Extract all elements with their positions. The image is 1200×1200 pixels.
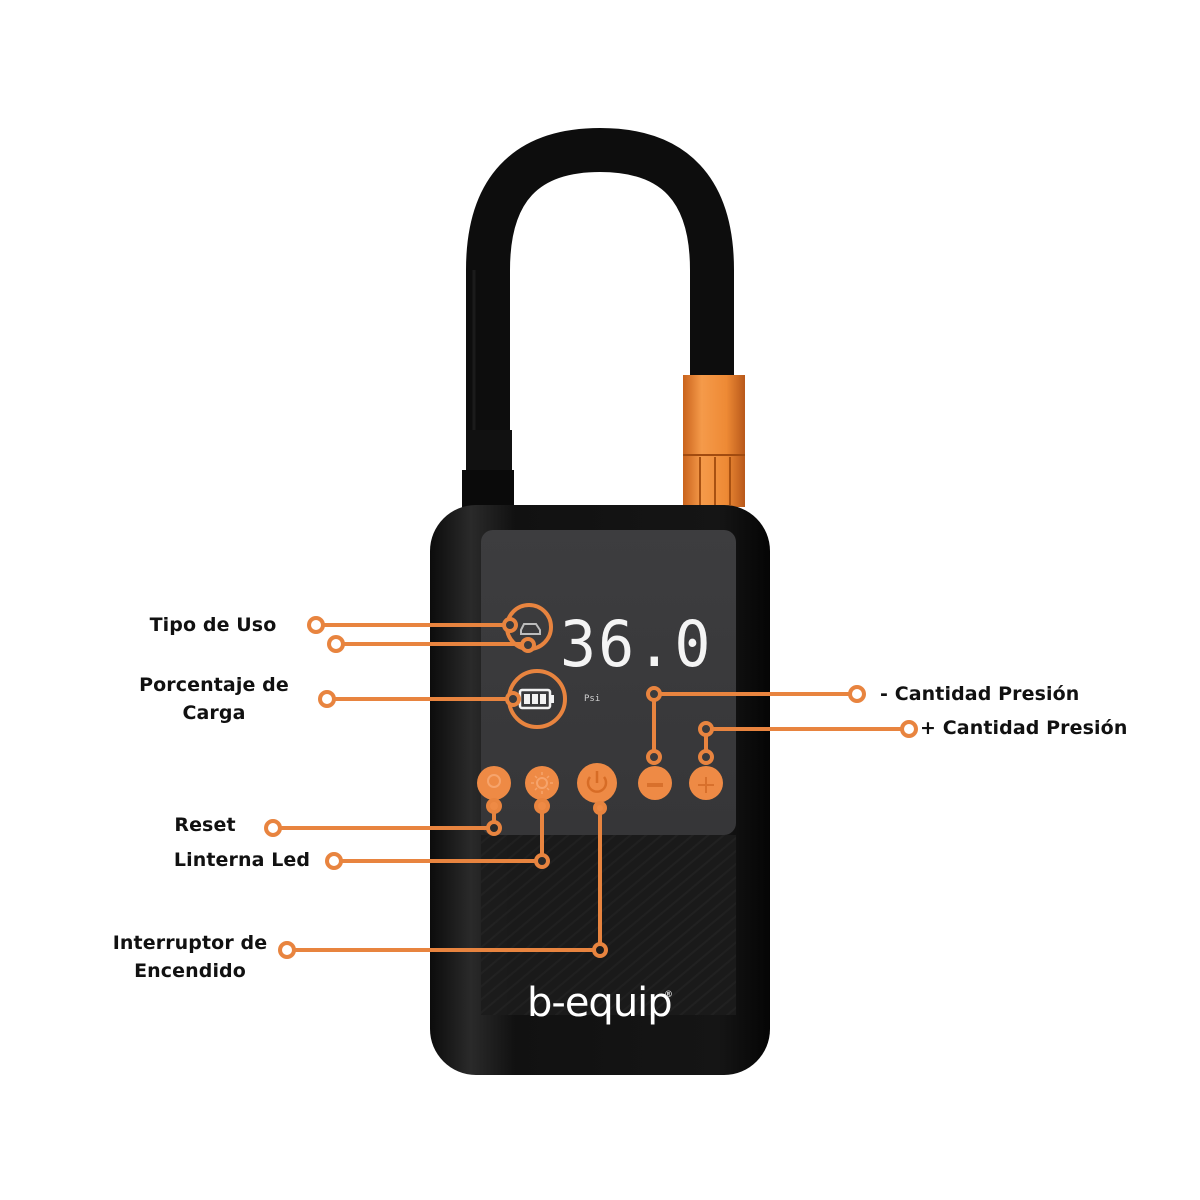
label-menos-presion: - Cantidad Presión [880, 683, 1080, 705]
label-reset: Reset [174, 814, 236, 836]
label-tipo-de-uso: Tipo de Uso [149, 614, 277, 636]
label-interruptor-de-encendido: Interruptor de Encendido [112, 932, 268, 982]
air-hose [462, 127, 734, 515]
screen-panel [481, 530, 736, 835]
pressure-unit: Psi [584, 694, 601, 704]
mode-icon [520, 623, 541, 635]
pressure-display: 36.0 [560, 608, 713, 682]
label-porcentaje-de-carga: Porcentaje de Carga [139, 674, 289, 724]
brand-mark: ® [664, 990, 673, 1000]
label-mas-presion: + Cantidad Presión [920, 717, 1128, 739]
control-buttons [477, 763, 723, 803]
callout-lines [264, 603, 918, 959]
brand-logo: b-equip [527, 980, 673, 1026]
textured-panel [481, 835, 736, 1015]
valve-connector [683, 375, 745, 507]
label-linterna-led: Linterna Led [173, 849, 311, 871]
